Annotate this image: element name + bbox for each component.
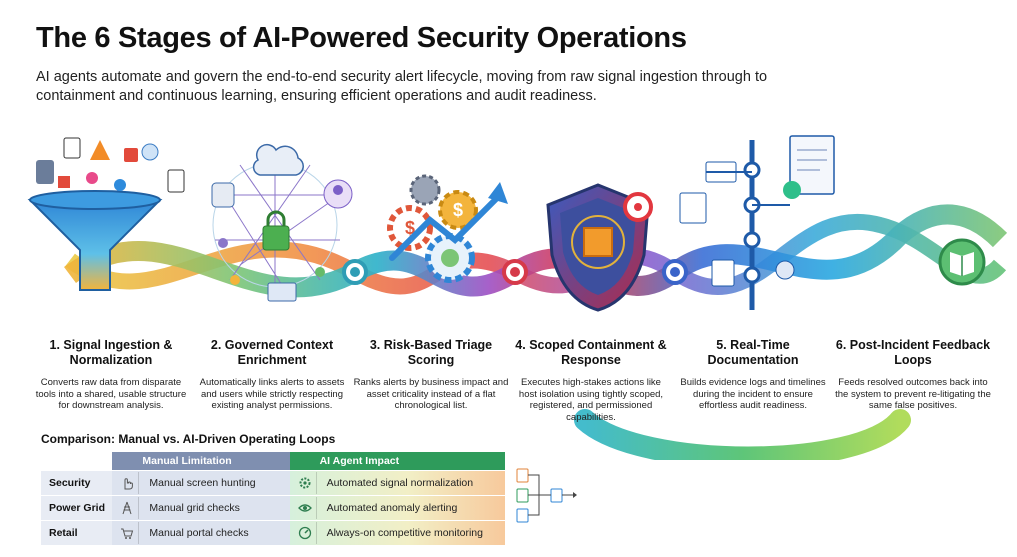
hand-pointer-icon bbox=[116, 472, 140, 494]
page-subtitle: AI agents automate and govern the end-to… bbox=[36, 69, 768, 104]
manual-limitation: Manual portal checks bbox=[149, 527, 249, 539]
stage-description: Executes high-stakes actions like host i… bbox=[518, 377, 664, 423]
shield-target-icon bbox=[546, 183, 653, 312]
stage-description: Converts raw data from disparate tools i… bbox=[35, 377, 187, 411]
document-flow-icon bbox=[516, 468, 577, 523]
ai-impact: Always-on competitive monitoring bbox=[326, 527, 483, 539]
cloud-icon bbox=[252, 144, 304, 176]
power-tower-icon bbox=[116, 497, 140, 519]
laptop-icon bbox=[267, 282, 297, 302]
stages-illustration: $ $ bbox=[27, 135, 1008, 460]
row-label: Power Grid bbox=[41, 495, 113, 520]
lock-icon bbox=[262, 225, 290, 251]
page-title: The 6 Stages of AI-Powered Security Oper… bbox=[36, 22, 687, 54]
stage-6: 6. Post-Incident Feedback Loops Feeds re… bbox=[833, 338, 993, 412]
row-label: Retail bbox=[41, 520, 113, 545]
stage-description: Builds evidence logs and timelines durin… bbox=[680, 377, 826, 411]
stage-title: 3. Risk-Based Triage Scoring bbox=[369, 338, 493, 367]
ai-impact: Automated anomaly alerting bbox=[326, 502, 458, 514]
svg-text:$: $ bbox=[405, 218, 415, 238]
gear-icon bbox=[294, 472, 317, 494]
stage-2: 2. Governed Context Enrichment Automatic… bbox=[192, 338, 352, 412]
ai-impact: Automated signal normalization bbox=[326, 477, 474, 489]
stage-title: 4. Scoped Containment & Response bbox=[515, 338, 667, 367]
funnel-icon bbox=[27, 137, 185, 291]
eye-icon bbox=[294, 497, 317, 519]
svg-text:$: $ bbox=[453, 200, 463, 220]
stage-3: 3. Risk-Based Triage Scoring Ranks alert… bbox=[351, 338, 511, 412]
table-row: Power Grid Manual grid checks Automated … bbox=[41, 495, 505, 520]
stage-1: 1. Signal Ingestion & Normalization Conv… bbox=[31, 338, 191, 412]
comparison-table: Manual Limitation AI Agent Impact Securi… bbox=[41, 452, 505, 545]
cart-icon bbox=[116, 522, 140, 544]
stage-4: 4. Scoped Containment & Response Execute… bbox=[511, 338, 671, 423]
database-icon bbox=[211, 182, 235, 208]
stage-description: Feeds resolved outcomes back into the sy… bbox=[835, 377, 991, 411]
manual-limitation: Manual screen hunting bbox=[149, 477, 256, 489]
stage-description: Automatically links alerts to assets and… bbox=[199, 377, 345, 411]
book-icon bbox=[938, 238, 986, 286]
table-row: Security Manual screen hunting Automated… bbox=[41, 470, 505, 495]
row-label: Security bbox=[41, 470, 113, 495]
stage-title: 6. Post-Incident Feedback Loops bbox=[835, 338, 991, 367]
manual-column-header: Manual Limitation bbox=[112, 452, 290, 470]
stage-5: 5. Real-Time Documentation Builds eviden… bbox=[673, 338, 833, 412]
timeline-docs-icon bbox=[679, 135, 835, 310]
stage-title: 2. Governed Context Enrichment bbox=[210, 338, 334, 367]
table-row: Retail Manual portal checks Always-on co… bbox=[41, 520, 505, 545]
stage-title: 1. Signal Ingestion & Normalization bbox=[49, 338, 173, 367]
comparison-heading: Comparison: Manual vs. AI-Driven Operati… bbox=[41, 432, 336, 446]
stage-title: 5. Real-Time Documentation bbox=[707, 338, 799, 367]
gears-growth-icon: $ $ bbox=[387, 174, 508, 283]
manual-limitation: Manual grid checks bbox=[149, 502, 240, 514]
ai-column-header: AI Agent Impact bbox=[289, 452, 505, 470]
stage-description: Ranks alerts by business impact and asse… bbox=[353, 377, 509, 411]
gauge-icon bbox=[294, 522, 317, 544]
stage-nodes bbox=[342, 259, 688, 285]
feedback-loop-ribbon bbox=[574, 409, 911, 460]
